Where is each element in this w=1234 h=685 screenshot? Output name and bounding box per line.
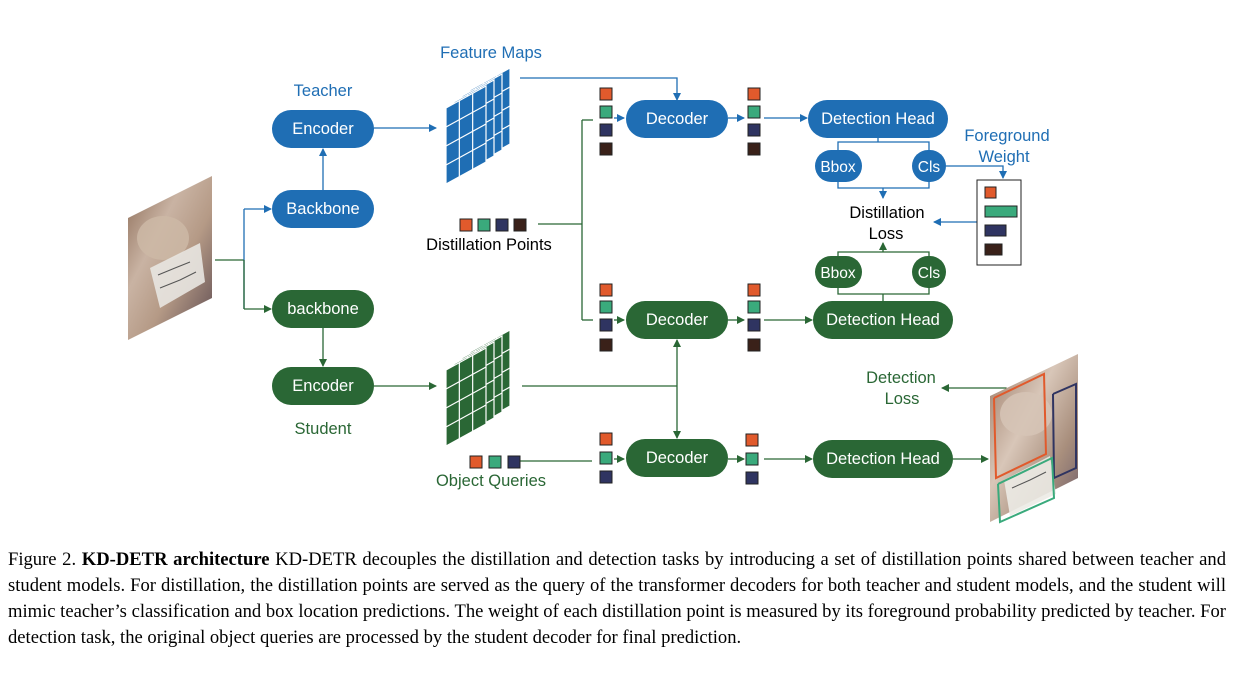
encoder-teacher-label: Encoder: [292, 120, 354, 138]
query-square: [599, 283, 613, 297]
query-square: [599, 87, 613, 101]
detection-head-student-detect-label: Detection Head: [826, 450, 940, 468]
query-square: [507, 455, 521, 469]
query-square: [745, 433, 759, 447]
caption-title: KD-DETR architecture: [81, 549, 270, 570]
encoder-teacher: Encoder: [272, 110, 374, 148]
query-square: [747, 123, 761, 137]
query-square: [599, 105, 613, 119]
query-square: [599, 432, 613, 446]
decoder-student-distill-label: Decoder: [646, 311, 709, 329]
foreground-weight-box: [976, 179, 1022, 266]
weight-bar: [984, 186, 997, 199]
query-square: [747, 300, 761, 314]
feature-map-layer: [445, 84, 487, 186]
decoder-teacher: Decoder: [626, 100, 728, 138]
detection-head-student-distill-label: Detection Head: [826, 311, 940, 329]
cls-student: Cls: [912, 256, 946, 288]
distillation-points-label: Distillation Points: [426, 236, 552, 254]
bbox-student: Bbox: [815, 256, 862, 288]
student-label: Student: [295, 420, 352, 438]
query-square: [599, 142, 613, 156]
query-square: [747, 318, 761, 332]
distillation-loss-label-2: Loss: [869, 225, 904, 243]
backbone-teacher-label: Backbone: [286, 200, 359, 218]
bbox-teacher-label: Bbox: [820, 159, 856, 176]
foreground-weight-label-1: Foreground: [964, 127, 1049, 145]
kd-detr-diagram: Encoder Backbone Decoder Detection Head …: [128, 44, 1078, 524]
decoder-student-distill: Decoder: [626, 301, 728, 339]
weight-bar: [984, 243, 1003, 256]
decoder-teacher-label: Decoder: [646, 110, 709, 128]
backbone-teacher: Backbone: [272, 190, 374, 228]
caption-prefix: Figure 2.: [8, 549, 82, 570]
teacher-label: Teacher: [294, 82, 353, 100]
query-square: [513, 218, 527, 232]
decoder-student-detect-label: Decoder: [646, 449, 709, 467]
object-queries-label: Object Queries: [436, 472, 546, 490]
input-cat-image: [128, 176, 212, 340]
backbone-student: backbone: [272, 290, 374, 328]
weight-bar: [984, 205, 1018, 218]
query-square: [599, 123, 613, 137]
feature-map-layer: [445, 346, 487, 448]
decoder-student-detect: Decoder: [626, 439, 728, 477]
teacher-feature-maps: [445, 66, 511, 186]
foreground-weight-label-2: Weight: [978, 148, 1029, 166]
encoder-student-label: Encoder: [292, 377, 354, 395]
caption-body: KD-DETR decouples the distillation and d…: [8, 549, 1226, 648]
query-square: [599, 451, 613, 465]
encoder-student: Encoder: [272, 367, 374, 405]
query-square: [745, 471, 759, 485]
bbox-student-label: Bbox: [820, 265, 856, 282]
detection-loss-label-1: Detection: [866, 369, 936, 387]
output-detection-image: [990, 354, 1078, 524]
detection-head-teacher: Detection Head: [808, 100, 948, 138]
student-feature-maps: [445, 328, 511, 448]
query-square: [599, 300, 613, 314]
feature-maps-label: Feature Maps: [440, 44, 542, 62]
bbox-teacher: Bbox: [815, 150, 862, 182]
query-square: [488, 455, 502, 469]
detection-head-student-detect: Detection Head: [813, 440, 953, 478]
cls-teacher-label: Cls: [918, 159, 941, 176]
query-square: [599, 338, 613, 352]
query-square: [477, 218, 491, 232]
cls-student-label: Cls: [918, 265, 941, 282]
query-square: [747, 338, 761, 352]
backbone-student-label: backbone: [287, 300, 359, 318]
detection-loss-label-2: Loss: [885, 390, 920, 408]
query-square: [599, 318, 613, 332]
query-square: [747, 87, 761, 101]
cls-teacher: Cls: [912, 150, 946, 182]
query-square: [747, 105, 761, 119]
detection-head-student-distill: Detection Head: [813, 301, 953, 339]
query-square: [747, 142, 761, 156]
query-square: [495, 218, 509, 232]
query-square: [469, 455, 483, 469]
query-square: [459, 218, 473, 232]
figure-caption: Figure 2. KD-DETR architecture KD-DETR d…: [8, 547, 1226, 651]
query-square: [745, 452, 759, 466]
distillation-loss-label-1: Distillation: [849, 204, 924, 222]
query-square: [747, 283, 761, 297]
query-square: [599, 470, 613, 484]
query-squares: [459, 87, 761, 485]
detection-head-teacher-label: Detection Head: [821, 110, 935, 128]
connectors: [215, 77, 1007, 463]
weight-bar: [984, 224, 1007, 237]
